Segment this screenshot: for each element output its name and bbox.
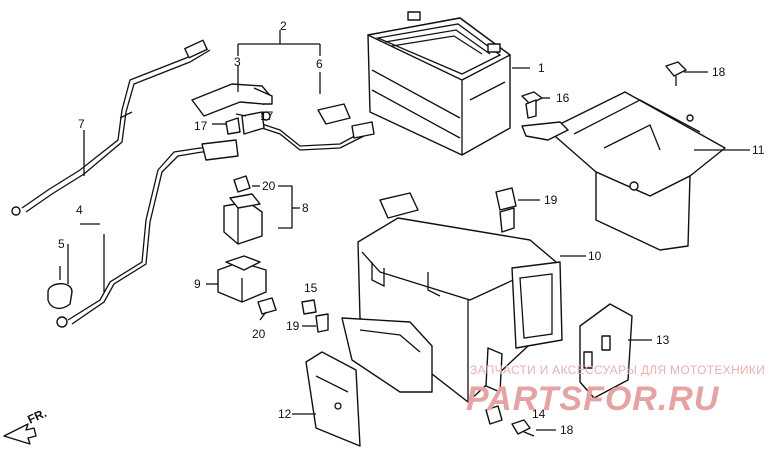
callout-19-upper: 19 bbox=[544, 193, 558, 207]
callout-20-upper: 20 bbox=[262, 179, 276, 193]
front-direction-arrow: FR. bbox=[3, 406, 49, 445]
clip-15 bbox=[301, 299, 317, 315]
cover-3 bbox=[191, 83, 273, 117]
callout-13: 13 bbox=[656, 333, 670, 347]
side-cover-13 bbox=[579, 303, 633, 399]
cable-7 bbox=[11, 39, 211, 216]
callout-19-lower: 19 bbox=[286, 319, 300, 333]
callout-2: 2 bbox=[280, 19, 287, 33]
callout-3: 3 bbox=[234, 55, 241, 69]
starter-relay-9 bbox=[217, 255, 267, 303]
battery bbox=[367, 11, 511, 156]
leader-lines bbox=[67, 30, 750, 431]
bolt-18-upper bbox=[665, 61, 687, 86]
cable-4 bbox=[56, 139, 239, 328]
callout-5: 5 bbox=[58, 237, 65, 251]
callout-1: 1 bbox=[538, 61, 545, 75]
callout-9: 9 bbox=[194, 277, 201, 291]
battery-box bbox=[341, 192, 563, 403]
watermark-line2: PARTSFOR.RU bbox=[466, 380, 720, 418]
relay-8 bbox=[223, 175, 263, 245]
bolt-16 bbox=[521, 91, 543, 119]
direction-label: FR. bbox=[25, 406, 48, 427]
callout-numbers: 1 2 3 4 5 6 7 8 9 10 11 12 13 14 15 16 1… bbox=[58, 19, 765, 437]
callout-17-right: 17 bbox=[260, 109, 274, 123]
clip-20 bbox=[257, 297, 277, 315]
callout-4: 4 bbox=[76, 203, 83, 217]
callout-10: 10 bbox=[588, 249, 602, 263]
watermark: ЗАПЧАСТИ И АКСЕССУАРЫ ДЛЯ МОТОТЕХНИКИ PA… bbox=[466, 363, 765, 418]
callout-14: 14 bbox=[532, 407, 546, 421]
nut-14 bbox=[485, 405, 503, 425]
callout-20-lower: 20 bbox=[252, 327, 266, 341]
cable-6 bbox=[261, 103, 375, 151]
callout-15: 15 bbox=[304, 281, 318, 295]
callout-7: 7 bbox=[78, 117, 85, 131]
side-cover-12 bbox=[305, 351, 361, 447]
bolt-17 bbox=[225, 111, 271, 135]
callout-18-upper: 18 bbox=[712, 65, 726, 79]
callout-18-lower: 18 bbox=[560, 423, 574, 437]
callout-11: 11 bbox=[752, 143, 765, 157]
bolt-18-lower bbox=[511, 419, 535, 437]
callout-17-left: 17 bbox=[194, 119, 208, 133]
grommet-5 bbox=[47, 266, 73, 310]
callout-12: 12 bbox=[278, 407, 292, 421]
callout-6: 6 bbox=[316, 57, 323, 71]
watermark-line1: ЗАПЧАСТИ И АКСЕССУАРЫ ДЛЯ МОТОТЕХНИКИ bbox=[470, 363, 765, 377]
callout-8: 8 bbox=[302, 201, 309, 215]
battery-holder-plate bbox=[521, 91, 726, 251]
clip-19-upper bbox=[495, 187, 517, 233]
clip-19-lower bbox=[315, 313, 329, 333]
callout-16: 16 bbox=[556, 91, 570, 105]
